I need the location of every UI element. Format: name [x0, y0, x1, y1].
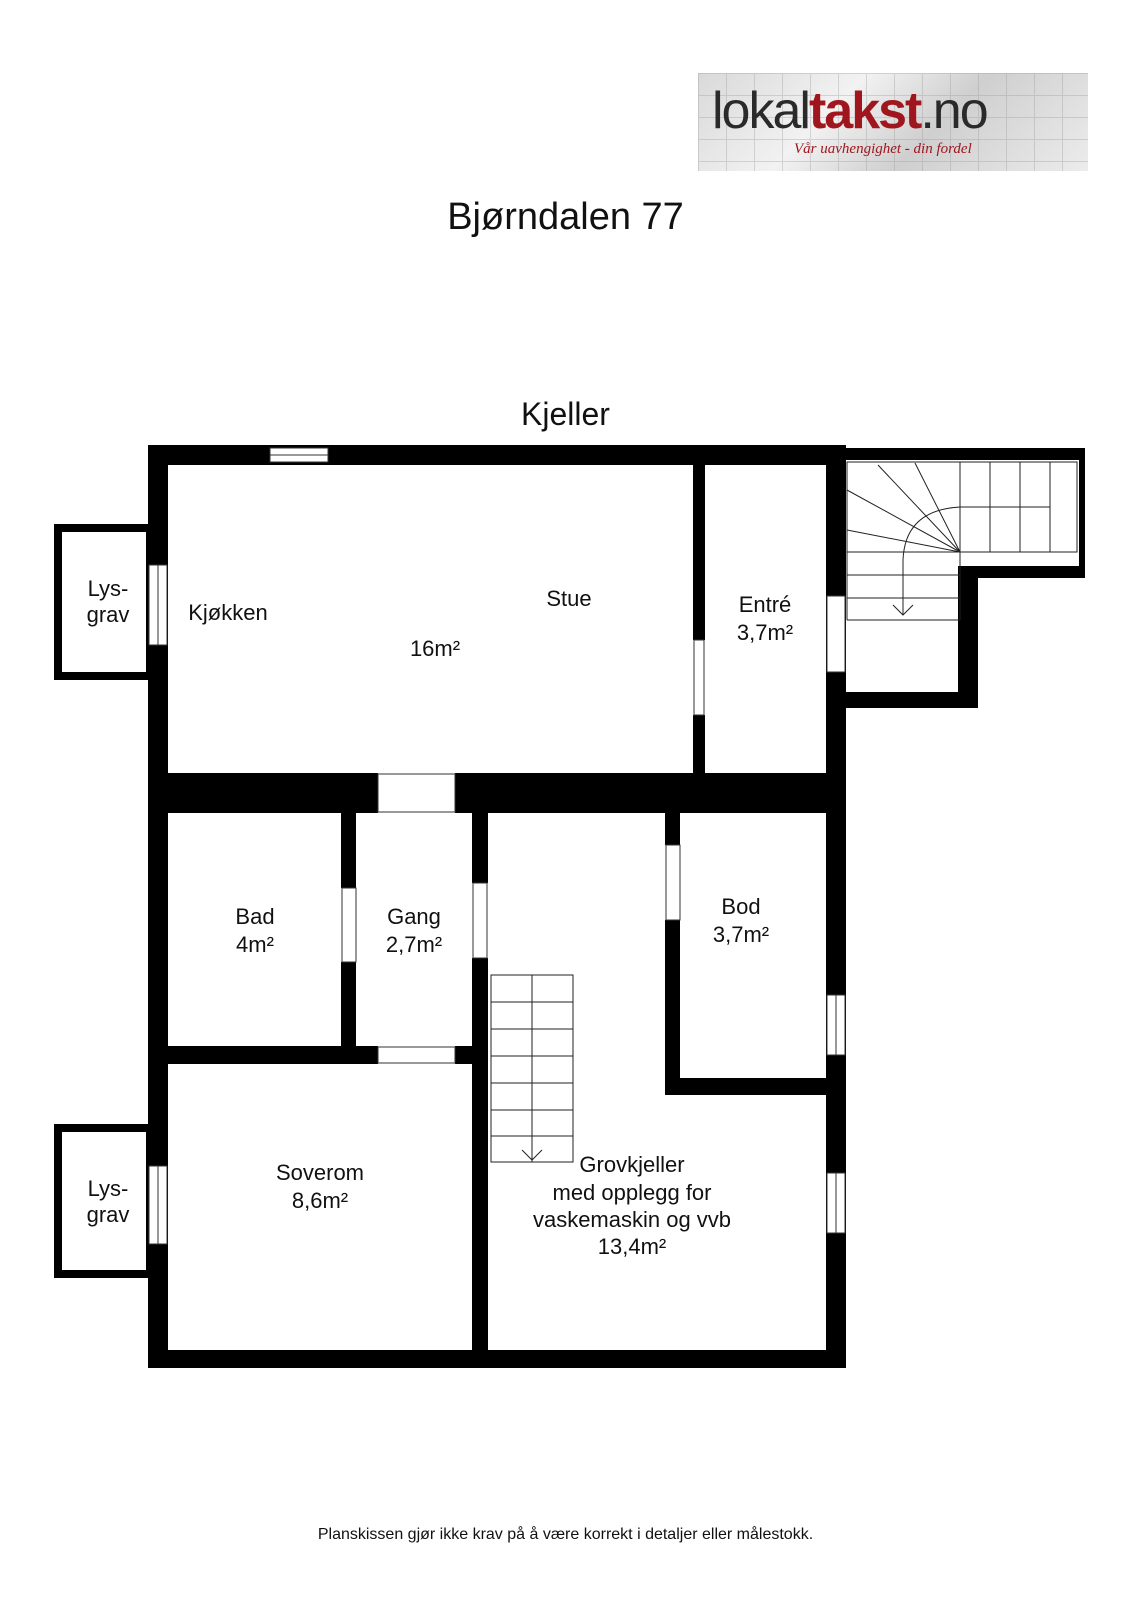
- stair-winder: [846, 529, 961, 553]
- label-grovkjeller-area: 13,4m²: [598, 1234, 666, 1259]
- logo-word-takst: takst: [808, 82, 922, 140]
- label-bod-name: Bod: [721, 894, 760, 919]
- stair-winder: [846, 489, 961, 553]
- company-logo: lokaltakst.no Vår uavhengighet - din for…: [698, 73, 1088, 171]
- wall-stair-top: [826, 448, 1084, 460]
- room-labels: Lys- grav Kjøkken Stue 16m² Entré 3,7m² …: [87, 576, 794, 1259]
- stair-lower: [490, 974, 574, 1163]
- label-stue-area: 16m²: [410, 636, 460, 661]
- wall-gang-right-lower: [472, 958, 488, 1360]
- label-entre-area: 3,7m²: [737, 620, 793, 645]
- label-lysgrav-top-1: Lys-: [88, 576, 129, 601]
- door-entre: [693, 639, 705, 716]
- logo-background-pattern: [698, 73, 1088, 171]
- stair-winder: [914, 462, 961, 553]
- label-grovkjeller-3: vaskemaskin og vvb: [533, 1207, 731, 1232]
- wall-bod-left-upper: [665, 813, 680, 845]
- logo-tagline: Vår uavhengighet - din fordel: [794, 141, 972, 157]
- door-entrance: [826, 595, 846, 673]
- label-gang-name: Gang: [387, 904, 441, 929]
- door-bod: [665, 844, 681, 921]
- wall-mid-right: [455, 773, 846, 813]
- door-bad: [341, 887, 357, 963]
- stair-path: [902, 506, 961, 615]
- logo-word-lokal: lokal: [712, 82, 811, 140]
- door-gang-soverom: [377, 1046, 456, 1064]
- wall-bod-bottom: [665, 1078, 846, 1095]
- wall-stair-right: [1079, 448, 1085, 578]
- label-gang-area: 2,7m²: [386, 932, 442, 957]
- floor-title: Kjeller: [521, 396, 610, 432]
- wall-bad-gang-upper: [341, 813, 356, 888]
- label-lysgrav-bottom-1: Lys-: [88, 1176, 129, 1201]
- stair-upper: [846, 461, 1078, 621]
- wall-stair-step: [958, 566, 1085, 578]
- label-entre-name: Entré: [739, 592, 792, 617]
- label-grovkjeller-1: Grovkjeller: [579, 1152, 684, 1177]
- label-soverom-name: Soverom: [276, 1160, 364, 1185]
- stair-arrow-icon: [521, 1149, 543, 1161]
- wall-bad-soverom: [148, 1046, 378, 1064]
- label-bad-area: 4m²: [236, 932, 274, 957]
- label-grovkjeller-2: med opplegg for: [553, 1180, 712, 1205]
- label-kjokken: Kjøkken: [188, 600, 267, 625]
- wall-right: [826, 445, 846, 1368]
- wall-entre-lower: [693, 715, 705, 775]
- label-bad-name: Bad: [235, 904, 274, 929]
- wall-top: [148, 445, 838, 465]
- logo-word-no: .no: [920, 82, 988, 140]
- lightwell-bottom: [54, 1124, 154, 1278]
- property-title: Bjørndalen 77: [447, 196, 684, 238]
- door-grovkjeller: [472, 882, 488, 959]
- door-stue-gang: [377, 773, 456, 813]
- stair-winder: [877, 464, 961, 553]
- stair-upper-outline: [846, 461, 1078, 553]
- wall-stair-bottom: [826, 692, 978, 708]
- label-stue: Stue: [546, 586, 591, 611]
- wall-bad-gang-lower: [341, 962, 356, 1050]
- wall-bottom: [148, 1350, 846, 1368]
- logo-wordmark: lokaltakst.no: [712, 81, 989, 141]
- openings: [148, 447, 846, 1245]
- wall-mid-left: [148, 773, 378, 813]
- wall-stair-down: [958, 566, 978, 708]
- label-bod-area: 3,7m²: [713, 922, 769, 947]
- wall-gang-bottom-right: [455, 1046, 475, 1064]
- label-lysgrav-bottom-2: grav: [87, 1202, 130, 1227]
- disclaimer: Planskissen gjør ikke krav på å være kor…: [317, 1526, 814, 1543]
- stair-arrow-icon: [892, 604, 914, 616]
- label-lysgrav-top-2: grav: [87, 602, 130, 627]
- wall-gang-right-upper: [472, 813, 488, 883]
- wall-entre-upper: [693, 465, 705, 640]
- wall-bod-left-lower: [665, 920, 680, 1093]
- label-soverom-area: 8,6m²: [292, 1188, 348, 1213]
